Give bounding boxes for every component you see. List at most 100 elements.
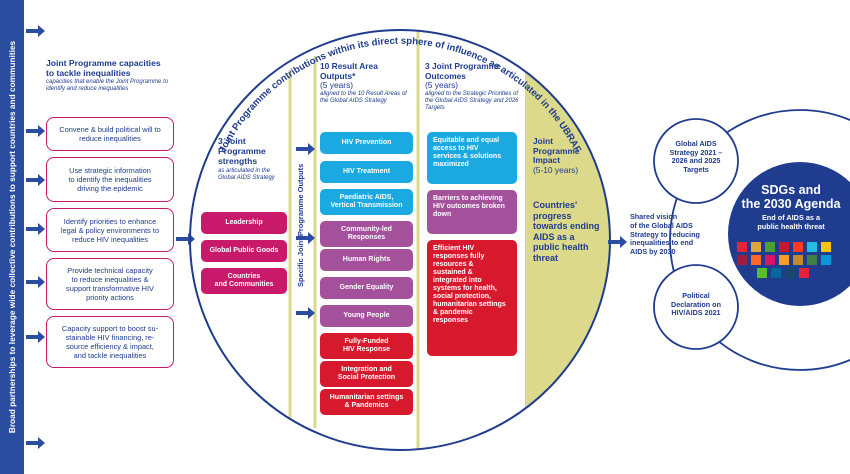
political-declaration-line: Declaration on: [671, 299, 721, 309]
outcome-block: Equitable and equal access to HIV servic…: [427, 132, 517, 184]
strengths-title: 3 Joint Programme strengths: [218, 136, 288, 166]
capacity-line: and tackle inequalities: [73, 351, 147, 360]
partnerships-band: Broad partnerships to leverage wide coll…: [0, 0, 24, 474]
outcome-line: systems for health,: [433, 285, 497, 292]
strength-label: and Communities: [214, 281, 274, 288]
impact-title-line: Programme: [533, 145, 580, 156]
strengths-title-line: 3 Joint: [218, 136, 246, 146]
outcomes-years: (5 years): [425, 80, 459, 90]
capacity-line: support transformative HIV: [66, 284, 154, 293]
output-label: Gender Equality: [339, 284, 394, 291]
outcomes-title-line: 3 Joint Programme: [425, 61, 501, 71]
strengths-subtitle: as articulated in the Global AIDS Strate…: [218, 168, 275, 181]
strengths-title-line: strengths: [218, 156, 258, 166]
outcome-line: Equitable and equal: [433, 137, 500, 144]
arrow-right-icon: [608, 236, 627, 248]
capacity-line: to identify the inequalities: [68, 175, 152, 184]
outcomes-subtitle: aligned to the Strategic Priorities of t…: [425, 90, 519, 111]
capacities-header: Joint Programme capacities to tackle ine…: [46, 58, 181, 93]
strength-pill: Global Public Goods: [201, 240, 287, 262]
political-declaration-text: Political Declaration on HIV/AIDS 2021: [660, 291, 732, 318]
capacity-box: Capacity support to boost su-stainable H…: [46, 316, 174, 368]
sdg-goal-icon: [799, 268, 809, 278]
impact-statement-line: Countries': [533, 200, 578, 210]
capacity-line: driving the epidemic: [77, 184, 143, 193]
output-label: Fully-Funded: [344, 338, 389, 345]
global-strategy-line: Strategy 2021 –: [669, 147, 723, 157]
sdg-goal-icon: [765, 255, 775, 265]
output-label: HIV Response: [342, 346, 391, 353]
sdg-subtitle: End of AIDS as a public health threat: [732, 213, 850, 231]
sdg-goal-icon: [807, 242, 817, 252]
strength-label: Countries: [227, 273, 261, 280]
strengths-title-line: Programme: [218, 146, 266, 156]
strength-label: Leadership: [225, 219, 263, 226]
capacity-line: Convene & build political will to: [59, 125, 161, 134]
output-label: Community-led: [341, 226, 392, 233]
sdg-goal-icon: [737, 255, 747, 265]
sdg-title: SDGs and the 2030 Agenda: [732, 183, 850, 211]
arrow-right-icon: [296, 307, 315, 319]
shared-vision-line: Shared vision: [630, 212, 678, 221]
outcomes-header: 3 Joint Programme Outcomes (5 years) ali…: [425, 61, 523, 112]
output-pill: HIV Treatment: [320, 161, 413, 183]
outcome-line: Efficient HIV: [433, 245, 475, 252]
capacity-line: Identify priorities to enhance: [63, 216, 157, 226]
capacity-line: reduce inequalities: [79, 134, 141, 143]
sdg-goal-icon: [821, 255, 831, 265]
output-label: HIV Treatment: [342, 168, 391, 175]
output-pill: Young People: [320, 305, 413, 327]
impact-statement-line: threat: [533, 252, 559, 263]
strengths-header: 3 Joint Programme strengths as articulat…: [218, 136, 288, 182]
arrow-right-icon: [296, 232, 315, 244]
output-label: HIV Prevention: [341, 139, 392, 146]
capacity-line: stainable HIV financing, re-: [65, 333, 155, 342]
sdg-goal-icon: [779, 255, 789, 265]
outputs-subtitle: aligned to the 10 Result Areas of the Gl…: [320, 90, 407, 104]
output-pill: Gender Equality: [320, 277, 413, 299]
output-pill: Paediatric AIDS,Vertical Transmission: [320, 189, 413, 215]
arrow-right-icon: [26, 331, 45, 343]
outcome-line: humanitarian settings: [433, 301, 506, 308]
outcome-line: maximized: [433, 161, 469, 168]
output-label: & Pandemics: [344, 402, 389, 409]
impact-statement-line: public health: [533, 242, 589, 252]
impact-statement: Countries' progress towards ending AIDS …: [533, 200, 613, 263]
capacity-line: to reduce inequalities &: [71, 275, 149, 284]
global-strategy-text: Global AIDS Strategy 2021 – 2026 and 202…: [660, 139, 732, 174]
sdg-goal-icon: [779, 242, 789, 252]
strength-pill: Leadership: [201, 212, 287, 234]
sdg-icon-grid: [737, 242, 847, 282]
outputs-title-line: 10 Result Area: [320, 61, 378, 71]
outcome-line: access to HIV: [433, 145, 479, 152]
shared-vision-line: AIDS by 2030: [630, 247, 676, 257]
output-label: Paediatric AIDS,: [339, 194, 394, 201]
capacity-line: legal & policy environments to: [60, 225, 160, 235]
outcome-line: down: [433, 211, 452, 218]
output-label: Social Protection: [337, 374, 396, 381]
outputs-header: 10 Result Area Outputs* (5 years) aligne…: [320, 61, 415, 105]
capacity-line: source efficiency & impact,: [66, 342, 154, 351]
impact-statement-line: AIDS as a: [533, 231, 575, 242]
sdg-title-line: SDGs and: [761, 183, 821, 197]
impact-statement-line: progress: [533, 210, 572, 221]
sdg-goal-icon: [785, 268, 795, 278]
outcome-block: Efficient HIV responses fully resources …: [427, 240, 517, 356]
arrow-right-icon: [26, 125, 45, 137]
impact-statement-line: towards ending: [533, 221, 600, 231]
output-pill: Human Rights: [320, 249, 413, 271]
global-strategy-line: Global AIDS: [675, 139, 717, 148]
outcome-line: sustained &: [433, 269, 473, 276]
outcome-line: & pandemic: [433, 309, 473, 316]
outcome-line: resources &: [433, 261, 474, 268]
output-label: Integration and: [341, 366, 392, 373]
partnerships-band-text: Broad partnerships to leverage wide coll…: [7, 40, 17, 434]
capacities-title: Joint Programme capacities to tackle ine…: [46, 58, 181, 78]
global-strategy-line: Targets: [683, 164, 709, 174]
arrow-right-icon: [26, 223, 45, 235]
